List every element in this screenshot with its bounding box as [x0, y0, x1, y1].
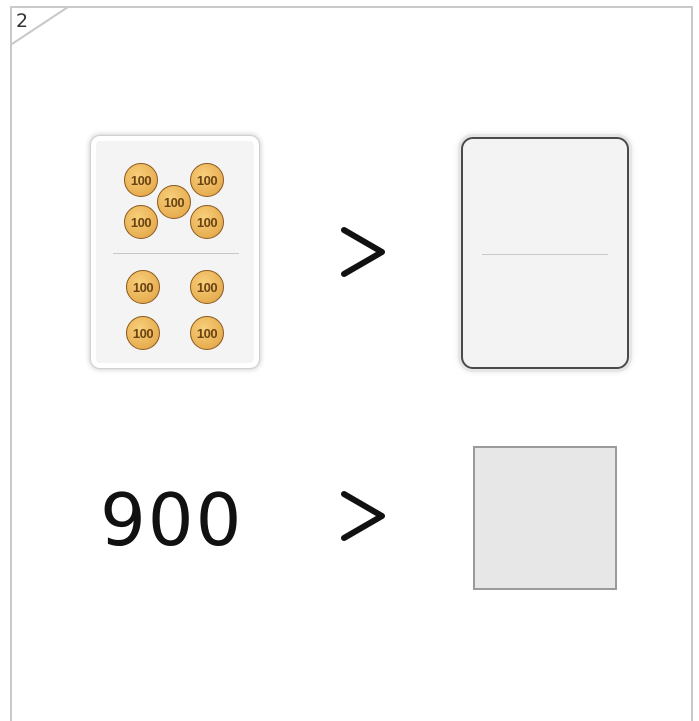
worksheet-frame: [10, 6, 693, 721]
empty-card[interactable]: [461, 137, 629, 369]
card-divider: [482, 254, 608, 255]
coin-icon: 100: [190, 270, 224, 304]
coin-icon: 100: [157, 185, 191, 219]
number-value: 900: [100, 478, 244, 562]
page-number: 2: [16, 10, 29, 32]
coin-card: 100 100 100 100 100 100 100 100 100: [90, 135, 260, 369]
coin-icon: 100: [190, 316, 224, 350]
coin-icon: 100: [126, 316, 160, 350]
coin-icon: 100: [190, 163, 224, 197]
page-corner-fold: [11, 6, 69, 45]
card-divider: [113, 253, 239, 254]
coin-icon: 100: [124, 163, 158, 197]
coin-icon: 100: [126, 270, 160, 304]
coin-icon: 100: [190, 205, 224, 239]
coin-icon: 100: [124, 205, 158, 239]
greater-than-symbol: [341, 227, 385, 277]
answer-box[interactable]: [473, 446, 617, 590]
greater-than-symbol: [341, 491, 385, 541]
